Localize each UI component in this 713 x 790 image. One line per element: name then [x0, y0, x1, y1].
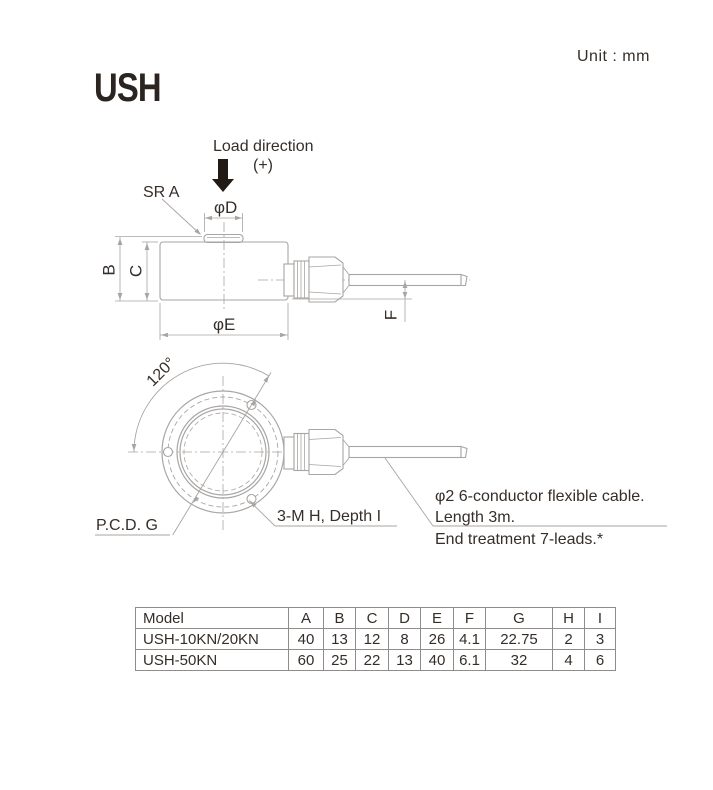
dim-f — [292, 280, 412, 322]
table-header-row: Model A B C D E F G H I — [135, 607, 616, 629]
value-cell: 13 — [323, 628, 356, 650]
value-cell: 13 — [388, 649, 421, 671]
dim-d-label: φD — [214, 198, 237, 217]
cable-note-line1: φ2 6-conductor flexible cable. — [435, 488, 645, 505]
holes-label: 3-M H, Depth I — [277, 508, 381, 525]
col-header-g: G — [485, 607, 553, 629]
value-cell: 22.75 — [485, 628, 553, 650]
page-title: USH — [94, 66, 162, 110]
value-cell: 32 — [485, 649, 553, 671]
dim-e — [159, 303, 289, 340]
cable-gland-side — [283, 256, 350, 303]
load-direction-sign: (+) — [253, 157, 273, 174]
value-cell: 4.1 — [453, 628, 486, 650]
load-direction-arrow-icon — [212, 159, 234, 192]
col-header-a: A — [288, 607, 324, 629]
cable-note-line2: Length 3m. — [435, 509, 515, 526]
value-cell: 6.1 — [453, 649, 486, 671]
value-cell: 6 — [584, 649, 616, 671]
col-header-d: D — [388, 607, 421, 629]
cable-gland-bottom — [283, 428, 350, 476]
mounting-hole — [162, 446, 174, 458]
cable-bottom — [348, 445, 468, 459]
dimensions-table: Model A B C D E F G H I USH-10KN/20KN 40… — [135, 607, 616, 671]
value-cell: 60 — [288, 649, 324, 671]
value-cell: 12 — [355, 628, 389, 650]
col-header-b: B — [323, 607, 356, 629]
side-view-drawing — [115, 159, 470, 340]
value-cell: 40 — [288, 628, 324, 650]
table-row: USH-10KN/20KN 40 13 12 8 26 4.1 22.75 2 … — [135, 628, 616, 650]
dim-d — [204, 213, 243, 232]
col-header-c: C — [355, 607, 389, 629]
dim-e-label: φE — [213, 315, 235, 334]
value-cell: 25 — [323, 649, 356, 671]
model-cell: USH-50KN — [135, 649, 289, 671]
col-header-i: I — [584, 607, 616, 629]
col-header-h: H — [552, 607, 585, 629]
value-cell: 40 — [420, 649, 454, 671]
pcd-label: P.C.D. G — [96, 517, 158, 534]
bottom-view-drawing — [95, 362, 667, 536]
table-row: USH-50KN 60 25 22 13 40 6.1 32 4 6 — [135, 649, 616, 671]
value-cell: 26 — [420, 628, 454, 650]
col-header-e: E — [420, 607, 454, 629]
value-cell: 4 — [552, 649, 585, 671]
leader-arrow — [194, 228, 201, 235]
dim-b — [115, 236, 202, 302]
dim-f-label: F — [381, 310, 400, 320]
value-cell: 2 — [552, 628, 585, 650]
value-cell: 8 — [388, 628, 421, 650]
cable-side — [348, 273, 468, 287]
model-cell: USH-10KN/20KN — [135, 628, 289, 650]
col-header-f: F — [453, 607, 486, 629]
value-cell: 22 — [355, 649, 389, 671]
sr-a-label: SR A — [143, 184, 180, 201]
cable-note-line3: End treatment 7-leads.* — [435, 531, 603, 548]
col-header-model: Model — [135, 607, 289, 629]
dim-c — [142, 241, 158, 301]
dim-b-label: B — [99, 264, 118, 275]
angle-120-label: 120° — [144, 355, 179, 390]
unit-label: Unit : mm — [577, 48, 650, 65]
load-direction-label: Load direction — [213, 138, 314, 155]
dim-c-label: C — [126, 265, 145, 277]
value-cell: 3 — [584, 628, 616, 650]
